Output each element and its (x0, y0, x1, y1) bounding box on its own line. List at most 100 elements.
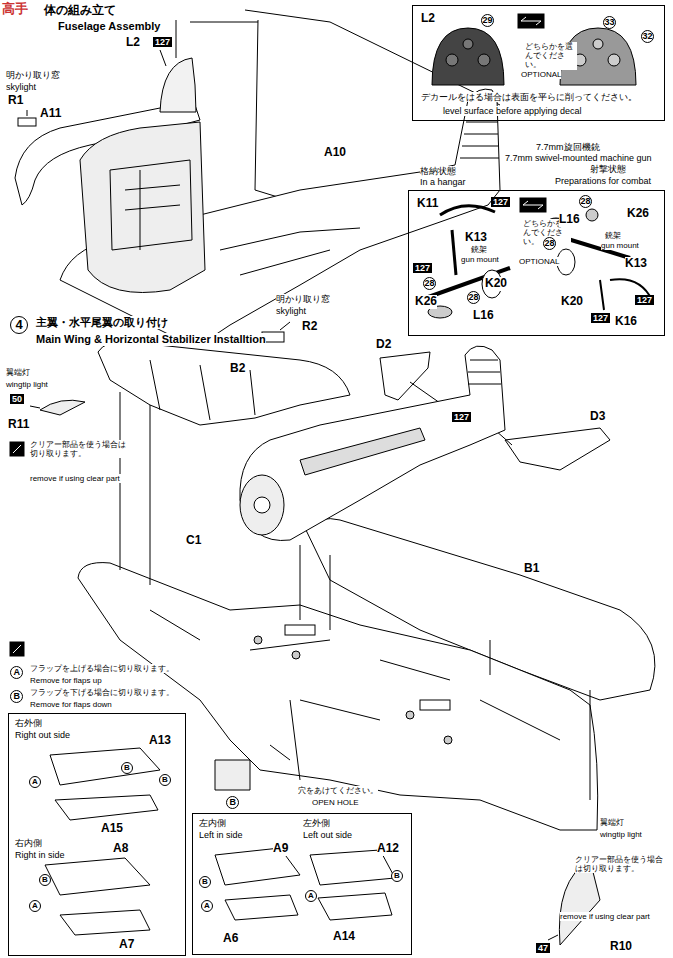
note-text: 穴をあけてください。 (298, 786, 378, 795)
part-label: K16 (615, 315, 637, 329)
note-text: 明かり取り窓 (276, 294, 330, 304)
note-text: クリアー部品を使う場合は切り取ります。 (575, 855, 667, 873)
part-label: B2 (230, 362, 245, 376)
note-text: wingtip light (6, 380, 48, 389)
part-label: C1 (186, 534, 201, 548)
part-label: K11 (417, 197, 438, 211)
note-text: どちらかを選んでください。 (525, 42, 577, 70)
circled-mark: A (29, 776, 41, 788)
part-label: K26 (415, 295, 437, 309)
part-label: A8 (113, 842, 128, 856)
part-label: R11 (8, 418, 29, 432)
part-label: A7 (119, 938, 134, 952)
part-label: K20 (485, 277, 507, 291)
note-text: Remove for flaps down (30, 700, 112, 709)
part-label: L16 (473, 309, 494, 323)
note-text: Right in side (15, 850, 65, 860)
part-label: 主翼・水平尾翼の取り付け (36, 316, 168, 329)
note-text: フラップを上げる場合に切り取ります。 (30, 664, 174, 673)
note-text: 翼端灯 (600, 818, 624, 827)
part-label: A12 (377, 842, 399, 856)
option-panel: 右外側 Right out side A13B B A A15 右内側 Right in si… (8, 713, 186, 956)
note-text: remove if using clear part (560, 912, 660, 921)
part-label: A13 (149, 734, 171, 748)
circled-mark: 28 (423, 277, 436, 290)
part-label: A9 (273, 842, 288, 856)
note-text: 左外側 (303, 818, 330, 828)
circled-mark: 32 (641, 30, 654, 43)
note-text: OPTIONAL (521, 70, 561, 79)
note-text: 7.7mm swivel-mounted machine gun (505, 153, 652, 163)
part-label: A10 (324, 146, 346, 160)
note-text: Left out side (303, 830, 352, 840)
circled-mark: A (10, 666, 23, 679)
note-text: level surface before applying decal (443, 106, 582, 116)
note-text: クリアー部品を使う場合は切り取ります。 (30, 440, 130, 458)
note-text: 左内側 (199, 818, 226, 828)
circled-mark: B (199, 876, 211, 888)
part-label: A14 (333, 930, 355, 944)
note-text: In a hangar (420, 177, 466, 187)
note-text: 7.7mm旋回機銃 (536, 142, 600, 152)
circled-mark: A (305, 890, 317, 902)
circled-mark: A (29, 900, 41, 912)
note-text: 翼端灯 (6, 368, 30, 377)
part-label: R2 (302, 320, 317, 334)
circled-mark: A (201, 900, 213, 912)
note-text: wingtip light (600, 830, 642, 839)
circled-mark: B (159, 774, 171, 786)
callout-number: 127 (491, 197, 510, 207)
callout-number: 127 (153, 37, 172, 47)
note-text: Remove for flaps up (30, 676, 102, 685)
note-text: Right out side (15, 730, 70, 740)
note-text: 銃架 (471, 245, 487, 254)
part-label: K20 (561, 295, 583, 309)
callout-number: 127 (413, 263, 432, 273)
part-label: K26 (627, 207, 649, 221)
note-text: Preparations for combat (555, 176, 651, 186)
callout-number: 127 (635, 295, 654, 305)
part-label: R10 (610, 940, 632, 954)
note-text: 格納状態 (420, 166, 456, 176)
part-label: K13 (625, 257, 647, 271)
circled-mark: B (121, 762, 133, 774)
part-label: 体の組み立て (44, 4, 116, 18)
note-text: remove if using clear part (30, 474, 130, 483)
note-text: 銃架 (605, 231, 621, 240)
circled-mark: 28 (579, 195, 592, 208)
option-panel: 左内側Left in sideA9ABA6左外側Left out sideA12… (192, 813, 412, 955)
part-label: A11 (40, 107, 61, 121)
option-panel: L229どちらかを選んでください。OPTIONAL3332デカールをはる場合は表… (412, 5, 665, 121)
part-label: Fuselage Assembly (58, 20, 160, 33)
note-text: skylight (6, 82, 36, 92)
part-label: A15 (101, 822, 123, 836)
callout-number: 127 (452, 412, 471, 422)
watermark: 高手 (2, 2, 28, 17)
circled-mark: 4 (10, 316, 28, 334)
part-label: L2 (126, 36, 140, 50)
part-label: L2 (421, 12, 435, 26)
note-text: 明かり取り窓 (6, 70, 60, 80)
note-text: 右内側 (15, 838, 42, 848)
callout-number: 50 (10, 394, 24, 404)
circled-mark: B (391, 870, 403, 882)
callout-number: 127 (591, 313, 610, 323)
note-text: 右外側 (15, 718, 42, 728)
note-text: 射撃状態 (590, 164, 626, 174)
circled-mark: 28 (543, 237, 556, 250)
note-text: フラップを下げる場合に切り取ります。 (30, 688, 174, 697)
part-label: L16 (559, 213, 580, 227)
circled-mark: 33 (603, 16, 616, 29)
note-text: gun mount (461, 255, 499, 264)
part-label: K13 (465, 231, 487, 245)
part-label: D2 (376, 338, 391, 352)
note-text: OPTIONAL (519, 257, 559, 266)
callout-number: 47 (536, 943, 550, 953)
circled-mark: B (10, 690, 23, 703)
part-label: Main Wing & Horizontal Stabilizer Instal… (36, 333, 266, 346)
part-label: R1 (8, 94, 23, 108)
note-text: OPEN HOLE (312, 798, 359, 807)
part-label: D3 (590, 410, 605, 424)
note-text: gun mount (601, 241, 639, 250)
